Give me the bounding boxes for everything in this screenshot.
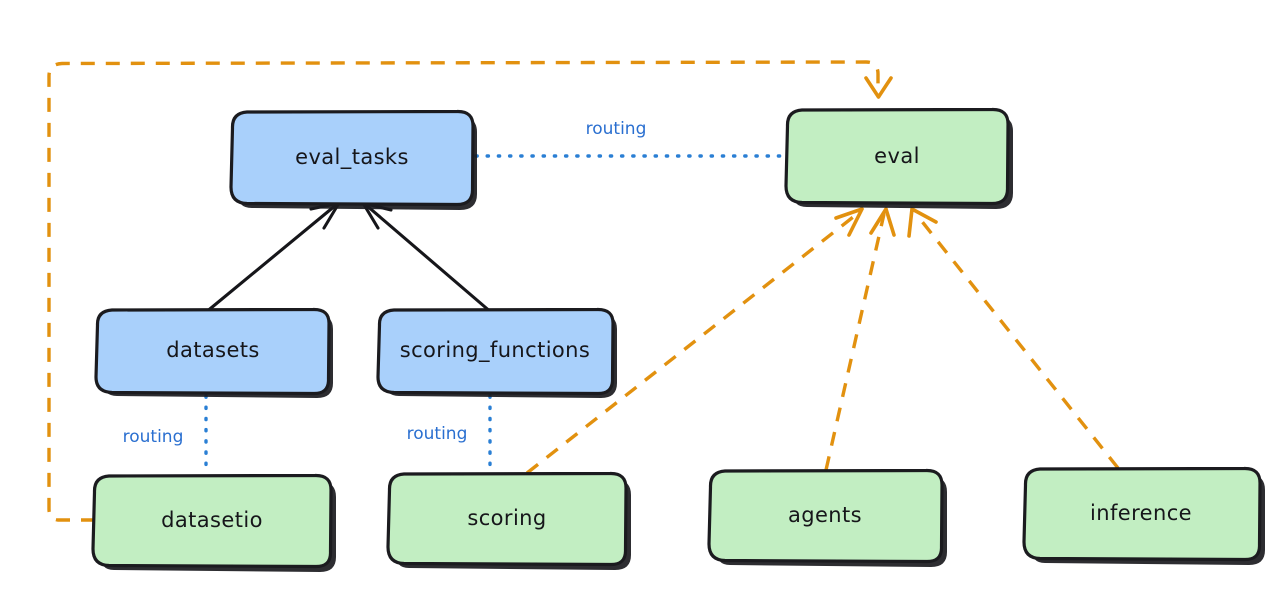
node-label-eval-tasks: eval_tasks xyxy=(295,145,409,170)
edge-scoring-functions-to-scoring: routing xyxy=(407,394,492,473)
edge-scoring-to-eval xyxy=(525,207,864,475)
arrow-head-icon xyxy=(907,207,938,238)
edge-datasets-to-datasetio: routing xyxy=(123,394,208,475)
node-eval-tasks[interactable]: eval_tasks xyxy=(229,109,477,210)
arrow-head-icon xyxy=(869,207,896,237)
node-scoring[interactable]: scoring xyxy=(386,471,631,570)
edge-label-routing-datasets: routing xyxy=(123,427,184,447)
edge-inference-to-eval xyxy=(907,207,1120,470)
node-label-agents: agents xyxy=(788,503,862,527)
node-label-eval: eval xyxy=(874,144,920,168)
arrow-head-icon xyxy=(864,76,893,99)
edge-label-routing-scoring-functions: routing xyxy=(407,424,468,444)
edge-scoring-functions-to-eval-tasks xyxy=(361,201,494,315)
edge-datasets-to-eval-tasks xyxy=(203,201,341,315)
node-label-scoring: scoring xyxy=(467,506,546,530)
node-scoring-functions[interactable]: scoring_functions xyxy=(376,307,617,398)
node-inference[interactable]: inference xyxy=(1022,466,1265,565)
node-agents[interactable]: agents xyxy=(707,468,947,567)
node-datasetio[interactable]: datasetio xyxy=(91,473,336,572)
node-label-datasetio: datasetio xyxy=(161,508,263,532)
node-label-datasets: datasets xyxy=(166,338,260,362)
node-label-inference: inference xyxy=(1090,501,1192,525)
node-label-scoring-functions: scoring_functions xyxy=(400,338,590,363)
node-eval[interactable]: eval xyxy=(784,107,1013,209)
edge-eval-tasks-to-eval: routing xyxy=(474,119,786,158)
node-layer: eval_tasks eval datasets scoring_functio… xyxy=(91,107,1265,572)
edge-datasetio-to-eval xyxy=(47,60,893,522)
edge-label-routing-eval-tasks: routing xyxy=(586,119,647,139)
arrow-head-icon xyxy=(834,207,864,237)
node-datasets[interactable]: datasets xyxy=(94,307,333,398)
edge-agents-to-eval xyxy=(824,207,896,471)
